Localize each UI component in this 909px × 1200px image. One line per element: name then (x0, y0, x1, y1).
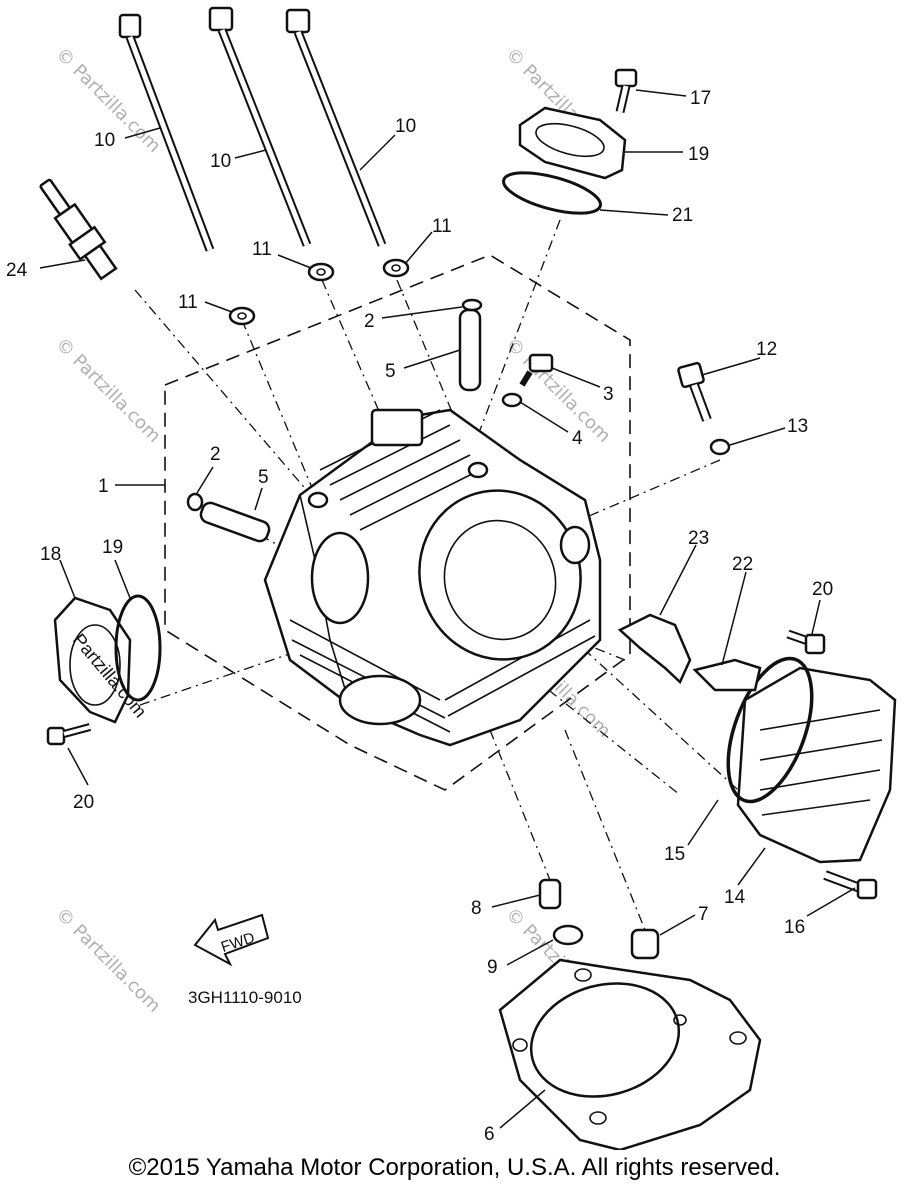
exploded-parts-diagram: © Partzilla.com © Partzilla.com © Partzi… (6, 6, 897, 1150)
callout-19: 19 (102, 537, 123, 558)
callout-13: 13 (787, 416, 808, 437)
stud-bolt-middle (208, 6, 312, 247)
callout-1: 1 (98, 476, 109, 497)
callout-5: 5 (258, 467, 269, 488)
dowel-pin-7 (630, 928, 660, 960)
bolt-12 (677, 361, 712, 422)
callout-leaders (39, 89, 856, 1129)
watermark: © Partzilla.com (51, 904, 164, 1017)
diagram-code: 3GH1110-9010 (188, 988, 302, 1007)
washer-9 (552, 924, 584, 946)
callout-20: 17 (690, 88, 711, 109)
washer-11 (228, 258, 410, 326)
callout-11: 11 (432, 216, 452, 237)
callout-10: 10 (94, 130, 115, 151)
callout-10: 10 (210, 151, 231, 172)
circlip (186, 492, 204, 512)
callout-17: 19 (688, 144, 709, 165)
watermark: © Partzilla.com (501, 334, 614, 447)
callout-11: 11 (252, 239, 272, 260)
o-ring-19-top (502, 171, 602, 215)
bolt-3 (519, 353, 554, 387)
callout-2: 2 (210, 444, 221, 465)
callout-10: 10 (395, 116, 416, 137)
callout-8: 8 (471, 898, 482, 919)
washer-13 (709, 438, 731, 456)
callout-labels: 10 10 10 24 11 11 11 2 5 3 4 12 13 1 2 5… (6, 88, 833, 1145)
cover-17 (518, 106, 627, 180)
callout-18: 18 (40, 544, 61, 565)
callout-7: 7 (698, 904, 709, 925)
cylinder-head (263, 408, 602, 747)
bolt-20-top (614, 68, 638, 114)
callout-24: 24 (6, 260, 28, 281)
callout-22: 20 (812, 579, 833, 600)
callout-6: 6 (484, 1124, 495, 1145)
plate-23 (692, 658, 762, 692)
callout-12: 12 (756, 339, 777, 360)
callout-16: 16 (784, 917, 805, 938)
watermark: © Partzilla.com (51, 334, 164, 447)
callout-11: 11 (178, 292, 198, 313)
head-assembly-outline (164, 254, 631, 791)
callout-15: 15 (664, 844, 685, 865)
stud-bolt-right (285, 8, 387, 247)
valve-guide-left (199, 501, 271, 543)
bolt-20-left (46, 723, 92, 746)
bolt-16 (823, 870, 878, 900)
callout-20: 20 (73, 792, 94, 813)
callout-21: 23 (688, 528, 709, 549)
callout-9: 9 (487, 957, 498, 978)
spark-plug (39, 178, 118, 281)
copyright-notice: ©2015 Yamaha Motor Corporation, U.S.A. A… (128, 1154, 781, 1181)
bolt-22 (786, 629, 826, 655)
forward-arrow: FWD (193, 913, 270, 967)
bracket-21 (617, 613, 692, 685)
callout-14: 14 (724, 887, 746, 908)
callout-2: 2 (364, 311, 375, 332)
callout-23: 22 (732, 554, 753, 575)
callout-4: 4 (572, 428, 583, 449)
o-ring-19-left (114, 594, 162, 702)
washer-4 (501, 392, 523, 408)
dowel-pin-8 (538, 878, 562, 910)
callout-19: 21 (672, 205, 693, 226)
o-ring-15 (726, 656, 814, 804)
callout-3: 3 (603, 384, 614, 405)
stud-bolt-left (118, 13, 215, 252)
cylinder-head-gasket-6 (498, 958, 762, 1150)
callout-5: 5 (385, 361, 396, 382)
rocker-cover-14 (736, 666, 897, 864)
valve-guide-upper (458, 298, 483, 392)
